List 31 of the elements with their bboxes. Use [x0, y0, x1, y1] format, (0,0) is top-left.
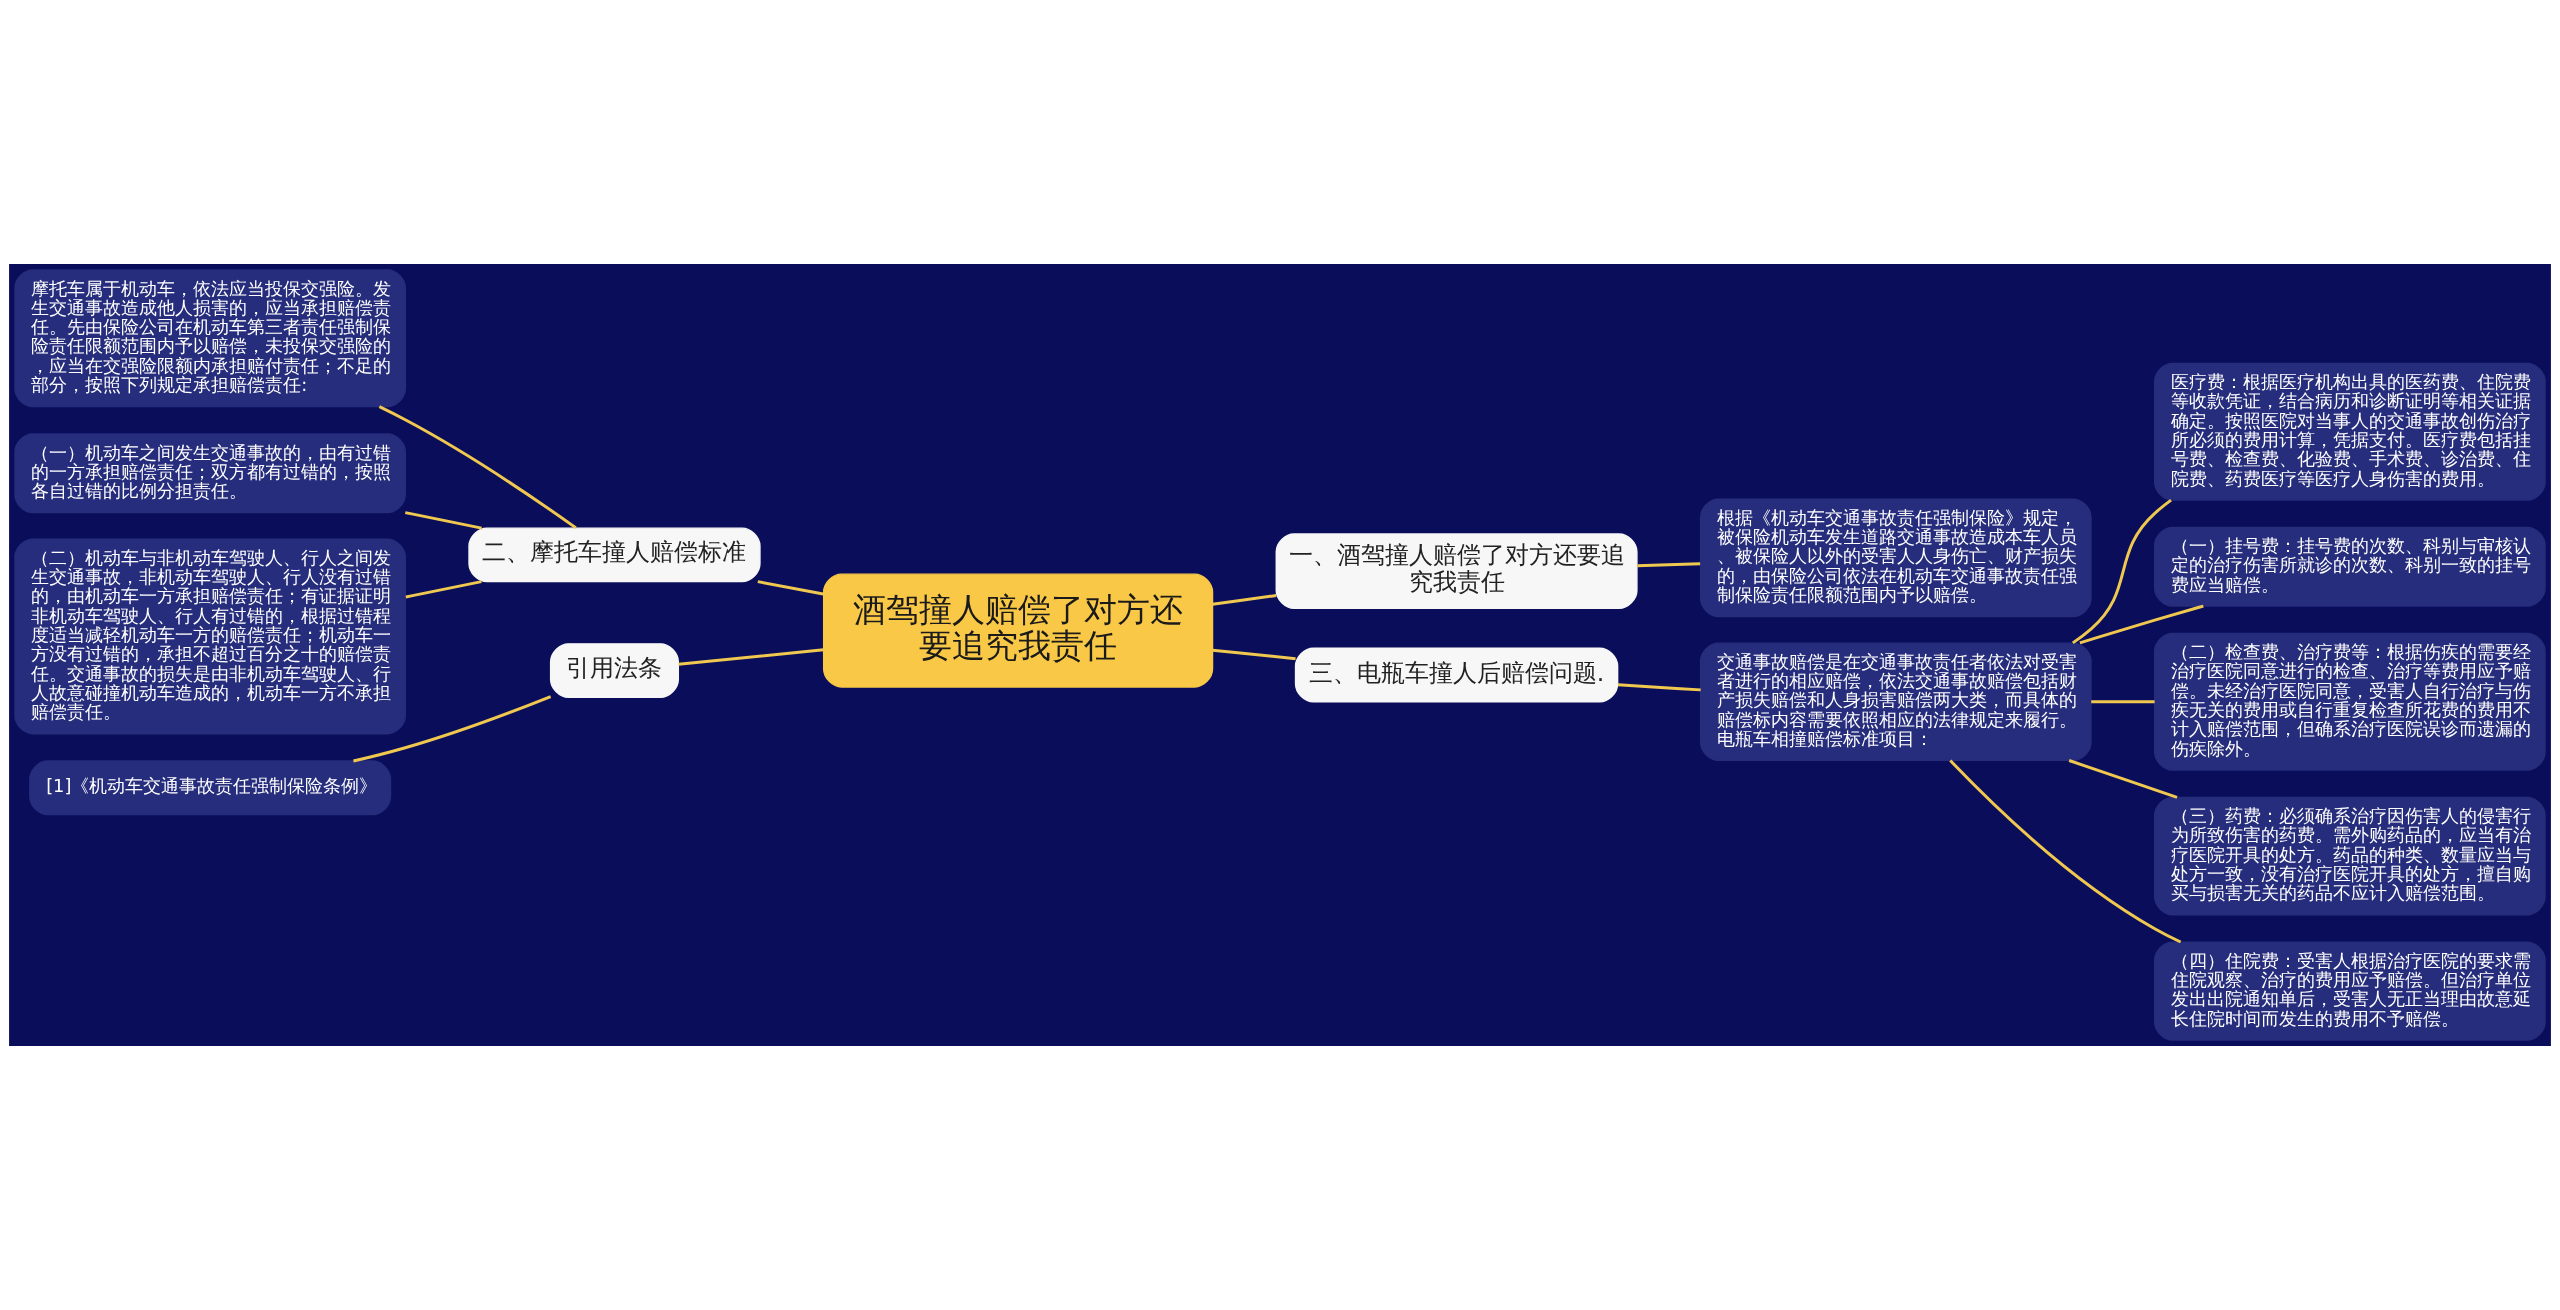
node-box: 交通事故赔偿是在交通事故责任者依法对受害者进行的相应赔偿，依法交通事故赔偿包括财产损失赔偿和人身损害赔偿两大类，而具体的赔偿标内容需要依照相应的法律规定来履行。电瓶车相撞赔偿标准项目：	[1699, 642, 2092, 762]
connector	[1949, 759, 2182, 944]
connector	[2068, 759, 2178, 799]
connector	[353, 695, 552, 763]
node-box: （一）挂号费：挂号费的次数、科别与审核认定的治疗伤害所就诊的次数、科别一致的挂号费应当赔偿。	[2154, 526, 2546, 607]
node-box: 酒驾撞人赔偿了对方还要追究我责任	[822, 573, 1214, 688]
connector	[2091, 700, 2155, 704]
node-box: （二）机动车与非机动车驾驶人、行人之间发生交通事故，非机动车驾驶人、行人没有过错的，由机动车一方承担赔偿责任；有证据证明非机动车驾驶人、行人有过错的，根据过错程度适当减轻机动车一方的赔偿责任；机动车一方没有过错的，承担不超过百分之十的赔偿责任。交通事故的损失是由非机动车驾驶人、行人故意碰撞机动车造成的，机动车一方不承担赔偿责任。	[14, 538, 406, 735]
connector	[1212, 594, 1277, 606]
connector	[1617, 683, 1701, 692]
node-box: （二）检查费、治疗费等：根据伤疾的需要经治疗医院同意进行的检查、治疗等费用应予赔偿。未经治疗医院同意，受害人自行治疗与伤疾无关的费用或自行重复检查所花费的费用不计入赔偿范围，但确系治疗医院误诊而遗漏的伤疾除外。	[2154, 632, 2546, 771]
connector	[404, 511, 482, 530]
node-box: [1]《机动车交通事故责任强制保险条例》	[29, 760, 392, 816]
connector	[757, 580, 824, 596]
connector	[405, 580, 482, 599]
node-box: 摩托车属于机动车，依法应当投保交强险。发生交通事故造成他人损害的，应当承担赔偿责任。先由保险公司在机动车第三者责任强制保险责任限额范围内予以赔偿，未投保交强险的，应当在交强险限额内承担赔付责任；不足的部分，按照下列规定承担赔偿责任:	[14, 269, 406, 408]
connector	[1637, 562, 1701, 568]
node-box: 二、摩托车撞人赔偿标准	[468, 527, 761, 583]
node-box: 根据《机动车交通事故责任强制保险》规定，被保险机动车发生道路交通事故造成本车人员、被保险人以外的受害人人身伤亡、财产损失的，由保险公司依法在机动车交通事故责任强制保险责任限额范围内予以赔偿。	[1699, 498, 2092, 618]
connector	[1212, 648, 1296, 661]
node-box: 医疗费：根据医疗机构出具的医药费、住院费等收款凭证，结合病历和诊断证明等相关证据确定。按照医院对当事人的交通事故创伤治疗所必须的费用计算，凭据支付。医疗费包括挂号费、检查费、化验费、手术费、诊治费、住院费、药费医疗等医疗人身伤害的费用。	[2154, 362, 2546, 501]
node-box: 引用法条	[549, 643, 680, 699]
node-box: （四）住院费：受害人根据治疗医院的要求需住院观察、治疗的费用应予赔偿。但治疗单位发出出院通知单后，受害人无正当理由故意延长住院时间而发生的费用不予赔偿。	[2154, 941, 2546, 1041]
node-box: 三、电瓶车撞人后赔偿问题.	[1294, 647, 1619, 703]
connector	[378, 405, 577, 530]
connector	[2071, 498, 2172, 645]
node-box: （三）药费：必须确系治疗因伤害人的侵害行为所致伤害的药费。需外购药品的，应当有治疗医院开具的处方。药品的种类、数量应当与处方一致，没有治疗医院开具的处方，擅自购买与损害无关的药品不应计入赔偿范围。	[2154, 796, 2546, 916]
connector	[678, 648, 824, 666]
connector	[2079, 604, 2204, 645]
node-box: （一）机动车之间发生交通事故的，由有过错的一方承担赔偿责任；双方都有过错的，按照各自过错的比例分担责任。	[14, 433, 406, 514]
node-box: 一、酒驾撞人赔偿了对方还要追究我责任	[1275, 533, 1638, 609]
